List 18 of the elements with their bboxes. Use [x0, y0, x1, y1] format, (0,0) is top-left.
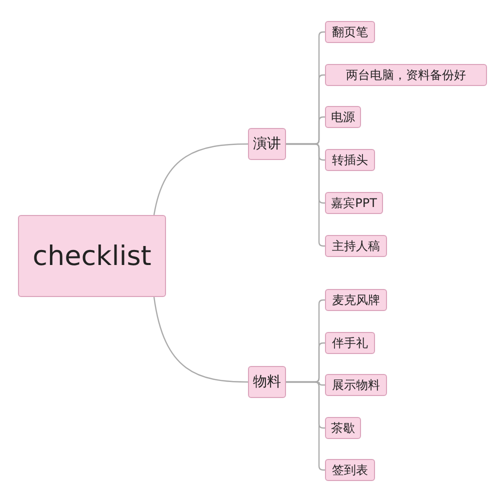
item-box: 展示物料 — [325, 374, 387, 396]
item-box: 签到表 — [325, 459, 375, 481]
connector-line — [153, 143, 248, 216]
item-box: 电源 — [325, 106, 361, 128]
item-box: 转插头 — [325, 149, 375, 171]
item-box: 两台电脑，资料备份好 — [325, 64, 487, 86]
branch-topic-box: 演讲 — [248, 128, 286, 160]
item-box: 翻页笔 — [325, 21, 375, 43]
root-topic-box: checklist — [18, 215, 166, 297]
connector-line — [153, 296, 248, 383]
item-box: 嘉宾PPT — [325, 192, 383, 214]
connector-line — [285, 143, 325, 247]
item-box: 茶歇 — [325, 417, 361, 439]
branch-topic-box: 物料 — [248, 366, 286, 398]
connector-line — [285, 381, 325, 471]
item-box: 麦克风牌 — [325, 289, 387, 311]
item-box: 伴手礼 — [325, 332, 375, 354]
item-box: 主持人稿 — [325, 235, 387, 257]
